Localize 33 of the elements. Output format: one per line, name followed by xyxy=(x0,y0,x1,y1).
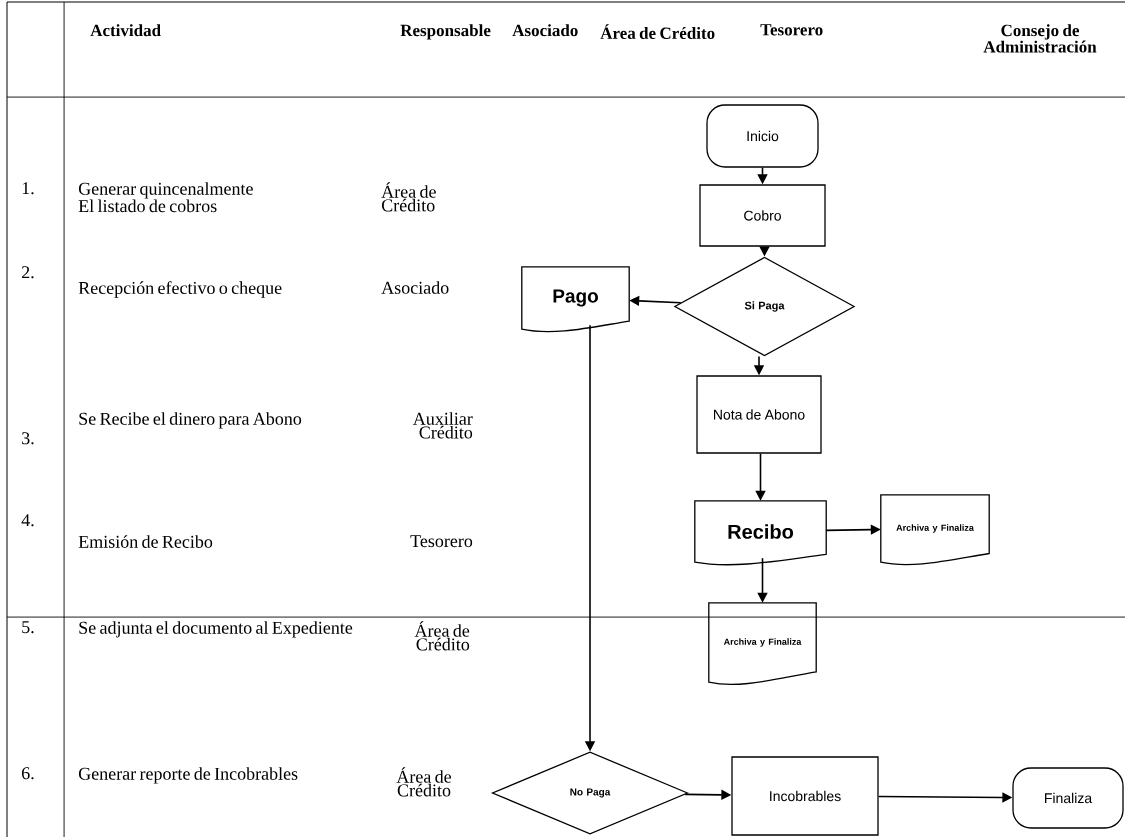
column-header: Responsable xyxy=(400,24,491,40)
table-cell-text: Área de Crédito xyxy=(381,182,436,212)
document-box: Pago xyxy=(521,266,630,333)
row-number: 3. xyxy=(22,432,34,445)
process-box: Incobrables xyxy=(731,756,879,836)
process-box: Nota de Abono xyxy=(696,375,822,454)
row-number: 1. xyxy=(22,182,34,195)
row-number: 2. xyxy=(22,266,34,279)
table-cell-text: Área de Crédito xyxy=(396,767,452,797)
column-header: Actividad xyxy=(90,24,161,37)
row-number: 6. xyxy=(22,767,34,780)
row-number: 4. xyxy=(21,514,34,527)
column-header: Consejo de Administración xyxy=(983,24,1097,53)
document-box: Archiva y Finaliza xyxy=(708,602,817,686)
row-number: 5. xyxy=(22,621,34,634)
table-cell-text: Se Recibe el dinero para Abono xyxy=(79,412,302,429)
column-header: Tesorero xyxy=(760,24,823,36)
column-header: Asociado xyxy=(512,24,578,37)
terminal-box: Inicio xyxy=(706,104,819,168)
table-cell-text: Área de Crédito xyxy=(414,621,470,651)
document-box: Archiva y Finaliza xyxy=(880,494,990,566)
table-cell-text: Asociado xyxy=(381,281,449,294)
table-cell-text: Emisión de Recibo xyxy=(78,535,213,548)
table-cell-text: Tesorero xyxy=(410,535,473,548)
table-cell-text: Recepción efectivo o cheque xyxy=(78,281,282,298)
table-cell-text: Auxiliar Crédito xyxy=(413,412,473,439)
table-cell-text: Generar quincenalmente El listado de cobros xyxy=(78,182,253,213)
table-cell-text: Generar reporte de Incobrables xyxy=(78,767,298,784)
table-cell-text: Se adjunta el documento al Expediente xyxy=(79,621,353,638)
column-header: Área de Crédito xyxy=(600,24,715,39)
document-box: Recibo xyxy=(694,500,827,566)
process-box: Cobro xyxy=(699,184,826,247)
terminal-box: Finaliza xyxy=(1012,767,1124,829)
